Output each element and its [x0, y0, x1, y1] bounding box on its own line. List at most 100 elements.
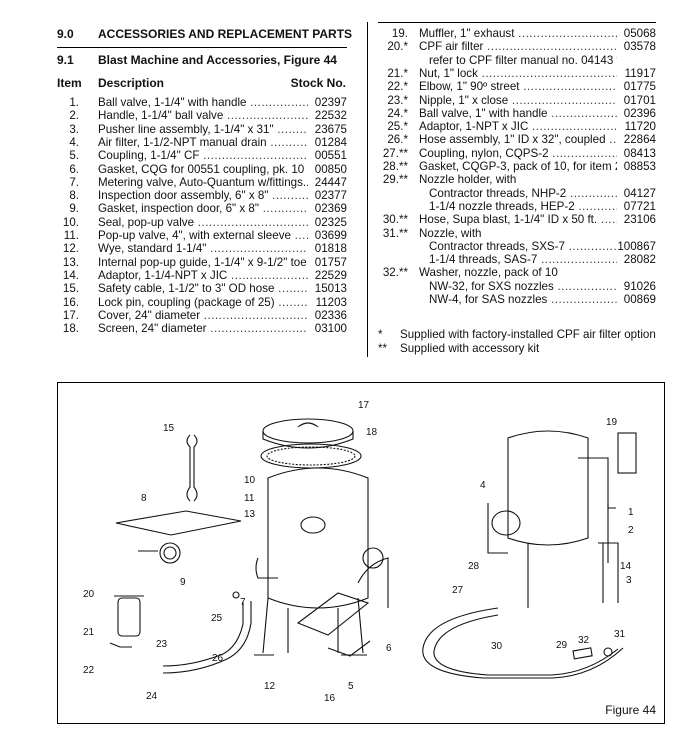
- part-callout: 25: [211, 613, 223, 624]
- item-description-text: 1-1/4 nozzle threads, HEP-2: [429, 199, 575, 213]
- item-description: Contractor threads, NHP-2 ..............…: [429, 187, 617, 200]
- item-number: 11.: [63, 229, 79, 242]
- item-description-text: NW-4, for SAS nozzles: [429, 293, 548, 306]
- leader-dots: ........................................…: [578, 199, 617, 213]
- leader-dots: ........................................…: [551, 293, 617, 306]
- parts-list-row: 27.**Coupling, nylon, CQPS-2 ...........…: [378, 146, 656, 160]
- leader-dots: ........................................…: [552, 146, 617, 160]
- item-description: Coupling, 1-1/4" CF ....................…: [98, 149, 308, 162]
- part-callout: 19: [606, 417, 618, 428]
- vessel-drawing: [267, 467, 369, 609]
- item-description: Hose, Supa blast, 1-1/4" ID x 50 ft. ...…: [419, 213, 617, 226]
- parts-list-row: 29.**Nozzle holder, with: [378, 173, 656, 186]
- item-number: 14.: [62, 268, 79, 282]
- item-number: 19.: [391, 27, 408, 40]
- leader-dots: ........................................…: [481, 66, 617, 80]
- leader-dots: ........................................…: [518, 27, 617, 40]
- stock-number: 23675: [313, 122, 347, 136]
- stock-number: 02369: [313, 202, 347, 216]
- parts-list-row: NW-4, for SAS nozzles ..................…: [378, 293, 656, 306]
- parts-list-row: 8.Inspection door assembly, 6" x 8" ....…: [57, 189, 347, 203]
- cpf-filter-drawing: [117, 597, 141, 637]
- item-description-text: Gasket, CQG for 00551 coupling, pk. 10: [98, 162, 305, 176]
- item-description-text: Contractor threads, NHP-2: [429, 186, 567, 200]
- parts-list-row: 24.*Ball valve, 1" with handle .........…: [378, 106, 656, 120]
- stock-number: 100867: [616, 239, 656, 253]
- parts-list-row: 15.Safety cable, 1-1/2" to 3" OD hose ..…: [57, 282, 347, 296]
- item-description: Ball valve, 1-1/4" with handle .........…: [98, 96, 308, 109]
- leader-dots: ........................................…: [569, 186, 617, 200]
- item-description-text: Gasket, CQGP-3, pack of 10, for item 28.…: [419, 160, 617, 173]
- leader-dots: ........................................…: [523, 80, 617, 94]
- stock-number: 08853: [622, 160, 656, 173]
- item-description: Pop-up valve, 4", with external sleeve .…: [98, 229, 308, 242]
- part-callout: 21: [83, 627, 95, 638]
- part-callout: 5: [348, 681, 354, 692]
- stock-number: 02336: [313, 308, 347, 322]
- header-rule-right: [378, 22, 656, 23]
- item-description-text: Seal, pop-up valve: [98, 215, 195, 229]
- item-description: Nozzle, with: [419, 227, 617, 240]
- item-number: 30.**: [382, 213, 408, 227]
- parts-list-row: 14.Adaptor, 1-1/4-NPT x JIC ............…: [57, 268, 347, 282]
- item-description: refer to CPF filter manual no. 04143 for…: [429, 54, 617, 67]
- item-number: 6.: [69, 162, 79, 176]
- part-callout: 31: [614, 629, 626, 640]
- parts-list-row: 21.*Nut, 1" lock .......................…: [378, 66, 656, 80]
- leader-dots: ........................................…: [487, 40, 617, 54]
- section-number: 9.0: [57, 27, 74, 41]
- stock-number: 00850: [313, 162, 347, 176]
- leader-dots: ........................................…: [197, 215, 308, 229]
- item-description: Washer, nozzle, pack of 10: [419, 266, 617, 279]
- stock-number: 15013: [313, 282, 347, 296]
- parts-list-row: 2.Handle, 1-1/4" ball valve ............…: [57, 109, 347, 123]
- item-description: Ball valve, 1" with handle .............…: [419, 107, 617, 120]
- parts-list-row: 9.Gasket, inspection door, 6" x 8" .....…: [57, 202, 347, 216]
- part-callout: 20: [83, 589, 95, 600]
- footnote-text: Supplied with factory-installed CPF air …: [400, 328, 656, 341]
- leader-dots: ........................................…: [278, 282, 308, 296]
- item-number: 31.**: [382, 226, 408, 240]
- leader-dots: ........................................…: [203, 308, 308, 322]
- stock-number: 03100: [313, 322, 347, 336]
- parts-list-row: 4.Air filter, 1-1/2-NPT manual drain ...…: [57, 135, 347, 149]
- part-callout: 22: [83, 665, 95, 676]
- item-number: 21.*: [387, 66, 408, 80]
- item-description: Coupling, nylon, CQPS-2 ................…: [419, 147, 617, 160]
- item-description-text: Adaptor, 1-NPT x JIC: [419, 120, 529, 134]
- leader-dots: ........................................…: [294, 229, 308, 242]
- part-callout: 4: [480, 480, 486, 491]
- item-number: 18.: [62, 322, 79, 336]
- stock-number: 00551: [313, 149, 347, 163]
- stock-number: 03578: [622, 40, 656, 54]
- stock-number: 01284: [313, 135, 347, 149]
- leader-dots: ........................................…: [278, 295, 308, 309]
- leader-dots: ........................................…: [609, 133, 617, 147]
- stock-number: 01701: [622, 93, 656, 107]
- item-description-text: Contractor threads, SXS-7: [429, 239, 565, 253]
- part-callout: 17: [358, 400, 370, 411]
- stock-number: 22529: [313, 268, 347, 282]
- item-number: 29.**: [382, 173, 408, 187]
- item-description-text: Hose, Supa blast, 1-1/4" ID x 50 ft.: [419, 213, 598, 227]
- item-description-text: Wye, standard 1-1/4": [98, 242, 207, 256]
- item-description: Cover, 24" diameter ....................…: [98, 309, 308, 322]
- item-description-text: Nozzle, with: [419, 226, 482, 240]
- item-description: Metering valve, Auto-Quantum w/fittings.…: [98, 176, 308, 189]
- item-number: 7.: [69, 175, 79, 189]
- item-description: CPF air filter .........................…: [419, 40, 617, 53]
- item-number: 22.*: [387, 80, 408, 94]
- parts-list-row: 13.Internal pop-up guide, 1-1/4" x 9-1/2…: [57, 255, 347, 269]
- item-description: Seal, pop-up valve .....................…: [98, 216, 308, 229]
- leader-dots: ........................................…: [210, 322, 308, 336]
- item-description-text: Internal pop-up guide, 1-1/4" x 9-1/2" t…: [98, 255, 307, 269]
- column-header-stock: Stock No.: [290, 76, 346, 90]
- item-description-text: CPF air filter: [419, 40, 484, 54]
- part-callout: 10: [244, 475, 256, 486]
- part-callout: 29: [556, 640, 568, 651]
- stock-number: 11917: [623, 66, 656, 80]
- leader-dots: ........................................…: [541, 253, 617, 267]
- item-description-text: Inspection door assembly, 6" x 8": [98, 189, 269, 203]
- leader-dots: ........................................…: [227, 109, 308, 123]
